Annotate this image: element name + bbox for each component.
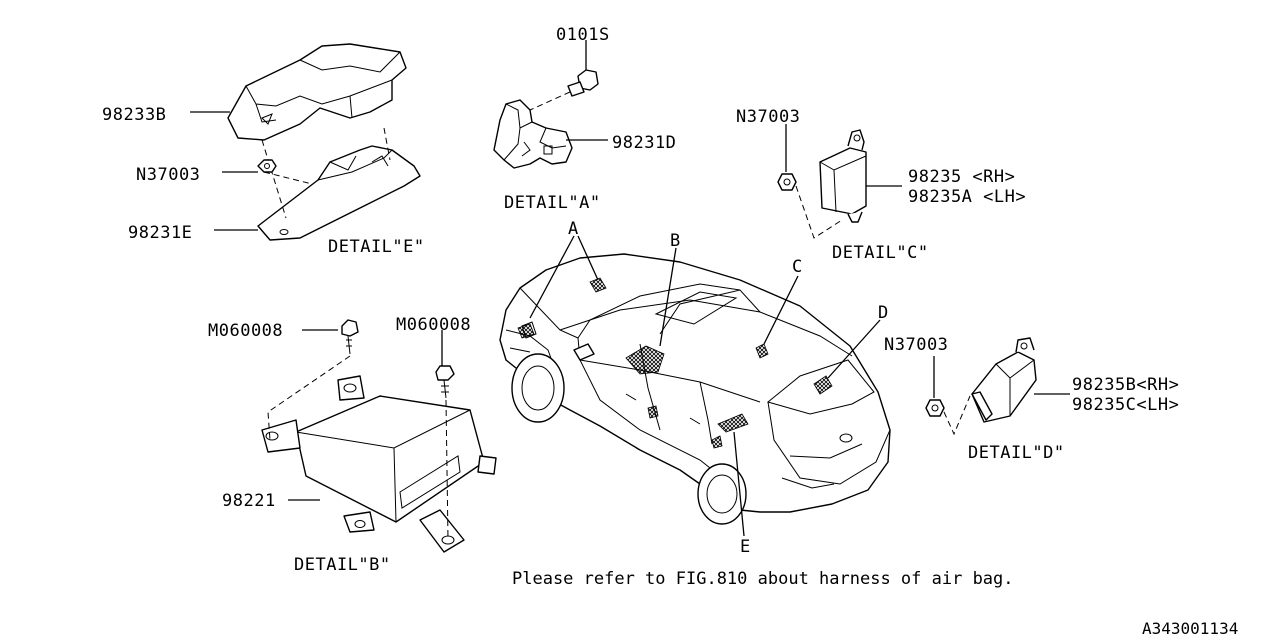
location-d-rear	[813, 375, 833, 395]
label-98231e: 98231E	[128, 223, 192, 243]
harness-note: Please refer to FIG.810 about harness of…	[512, 569, 1014, 589]
sensor-98235b	[971, 351, 1037, 423]
callout-d: D	[878, 303, 889, 323]
label-detail-c: DETAIL"C"	[832, 243, 929, 263]
airbag-control-unit-98221	[295, 395, 485, 523]
label-n37003-c: N37003	[736, 107, 800, 127]
detail-a-group	[493, 40, 608, 169]
nut-n37003-d	[925, 399, 945, 417]
bolt-m060008-1	[341, 319, 359, 337]
label-0101s: 0101S	[556, 25, 610, 45]
location-c-pillar	[755, 343, 769, 359]
figure-id: A343001134	[1142, 619, 1238, 638]
location-e-bracket	[717, 413, 749, 433]
bracket-98231e	[257, 145, 421, 241]
label-detail-d: DETAIL"D"	[968, 443, 1065, 463]
vehicle-body	[499, 253, 891, 525]
detail-e-group	[190, 43, 421, 241]
label-98235a: 98235A <LH>	[908, 187, 1026, 207]
callout-a: A	[568, 219, 579, 239]
detail-c-group	[777, 124, 902, 239]
sensor-98235	[819, 147, 867, 215]
label-m060008-1: M060008	[208, 321, 283, 341]
label-98233b: 98233B	[102, 105, 166, 125]
label-n37003-e: N37003	[136, 165, 200, 185]
nut-n37003-c	[777, 173, 797, 191]
label-98235: 98235 <RH>	[908, 167, 1015, 187]
bolt-m060008-2	[435, 365, 455, 381]
location-a-front	[517, 323, 535, 339]
callout-e: E	[740, 537, 751, 557]
detail-d-group	[925, 337, 1070, 436]
label-detail-a: DETAIL"A"	[504, 193, 601, 213]
location-a-roof	[589, 277, 607, 293]
detail-b-group	[261, 319, 497, 553]
callout-b: B	[670, 231, 681, 251]
label-98221: 98221	[222, 491, 276, 511]
label-m060008-2: M060008	[396, 315, 471, 335]
label-98235b: 98235B<RH>	[1072, 375, 1179, 395]
callout-leaders	[529, 235, 881, 537]
callout-c: C	[792, 257, 803, 277]
label-detail-b: DETAIL"B"	[294, 555, 391, 575]
cover-98233b	[227, 43, 407, 141]
nut-n37003-e	[257, 159, 277, 173]
label-98235c: 98235C<LH>	[1072, 395, 1179, 415]
label-98231d: 98231D	[612, 133, 676, 153]
label-detail-e: DETAIL"E"	[328, 237, 425, 257]
label-n37003-d: N37003	[884, 335, 948, 355]
location-b-tunnel	[625, 345, 665, 375]
